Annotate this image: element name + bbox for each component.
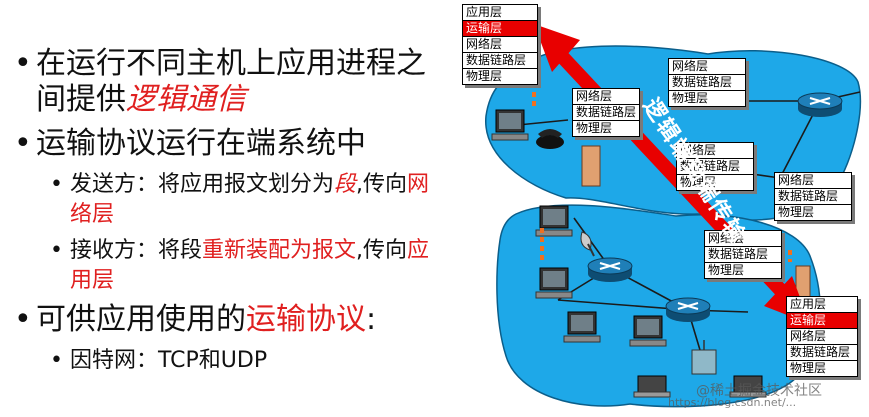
stack-upper-partial-network: 网络层: [573, 89, 639, 105]
stack-a-link: 数据链路层: [669, 75, 745, 91]
stack-c-physical: 物理层: [778, 205, 815, 219]
watermark-bottom: https://blog.csdn.net/...: [668, 396, 797, 409]
stack-b-link: 数据链路层: [677, 159, 753, 175]
stack-d-link: 数据链路层: [705, 247, 781, 263]
computer-icon-lower-3: [563, 311, 601, 343]
stack-b-network: 网络层: [677, 143, 753, 159]
stack-top-layer-link: 数据链路层: [463, 53, 537, 69]
watermark-top: @稀土掘金技术社区: [696, 383, 822, 399]
stack-upper-partial-physical: 物理层: [576, 121, 613, 135]
network-diagram: 应用层 运输层 网络层 数据链路层 物理层 网络层 数据链路层 物理层 网络层 …: [448, 0, 869, 417]
stack-top-layer-physical: 物理层: [466, 69, 503, 83]
stack-bottom-layer-link: 数据链路层: [787, 345, 857, 361]
wireless-access-point-icon: [691, 340, 717, 375]
stack-bottom-layer-transport: 运输层: [787, 313, 857, 329]
laptop-icon-1: [633, 375, 671, 398]
router-icon-lower-middle: [665, 297, 711, 322]
stack-bottom-layer-network: 网络层: [787, 329, 857, 345]
stack-d-physical: 物理层: [708, 263, 745, 277]
router-icon-upper-right: [797, 92, 843, 117]
laptop-icon-2: [729, 375, 767, 398]
stack-a-network: 网络层: [669, 59, 745, 75]
computer-icon-lower-1: [535, 205, 573, 237]
bullet-available-protocols: 可供应用使用的运输协议:: [14, 302, 444, 338]
bullet-transport-on-end-systems: 运输协议运行在端系统中: [14, 126, 444, 162]
stack-d-network: 网络层: [705, 231, 781, 247]
bullet-logical-communication: 在运行不同主机上应用进程之间提供逻辑通信: [14, 46, 444, 118]
stack-top-layer-application: 应用层: [463, 5, 537, 21]
protocol-stack-top-host: 应用层 运输层 网络层 数据链路层 物理层: [462, 4, 538, 85]
stack-bottom-layer-physical: 物理层: [790, 361, 827, 375]
protocol-stack-bottom-host: 应用层 运输层 网络层 数据链路层 物理层: [786, 296, 858, 377]
router-icon-lower-left: [587, 257, 633, 282]
stack-b-physical: 物理层: [680, 175, 717, 189]
server-icon-upper: [581, 145, 601, 187]
stack-c-link: 数据链路层: [775, 189, 851, 205]
protocol-stack-router-d: 网络层 数据链路层 物理层: [704, 230, 782, 279]
sub-bullet-internet-tcp-udp: 因特网：TCP和UDP: [14, 346, 444, 376]
telephone-icon: [536, 129, 564, 149]
computer-icon-lower-4: [629, 315, 667, 347]
protocol-stack-router-c: 网络层 数据链路层 物理层: [774, 172, 852, 221]
stack-a-physical: 物理层: [672, 91, 709, 105]
protocol-stack-upper-partial: 网络层 数据链路层 物理层: [572, 88, 640, 137]
satellite-dish-icon: [580, 231, 595, 257]
protocol-stack-router-a: 网络层 数据链路层 物理层: [668, 58, 746, 107]
bullet-list: 在运行不同主机上应用进程之间提供逻辑通信 运输协议运行在端系统中 发送方：将应用…: [14, 46, 444, 382]
computer-icon-lower-2: [535, 267, 573, 299]
stack-bottom-layer-application: 应用层: [787, 297, 857, 313]
stack-top-layer-network: 网络层: [463, 37, 537, 53]
computer-icon-upper: [491, 109, 529, 141]
sub-bullet-sender: 发送方：将应用报文划分为段,传向网络层: [14, 170, 444, 230]
protocol-stack-router-b: 网络层 数据链路层 物理层: [676, 142, 754, 191]
stack-upper-partial-link: 数据链路层: [573, 105, 639, 121]
stack-top-layer-transport: 运输层: [463, 21, 537, 37]
sub-bullet-receiver: 接收方：将段重新装配为报文,传向应用层: [14, 236, 444, 296]
stack-c-network: 网络层: [775, 173, 851, 189]
